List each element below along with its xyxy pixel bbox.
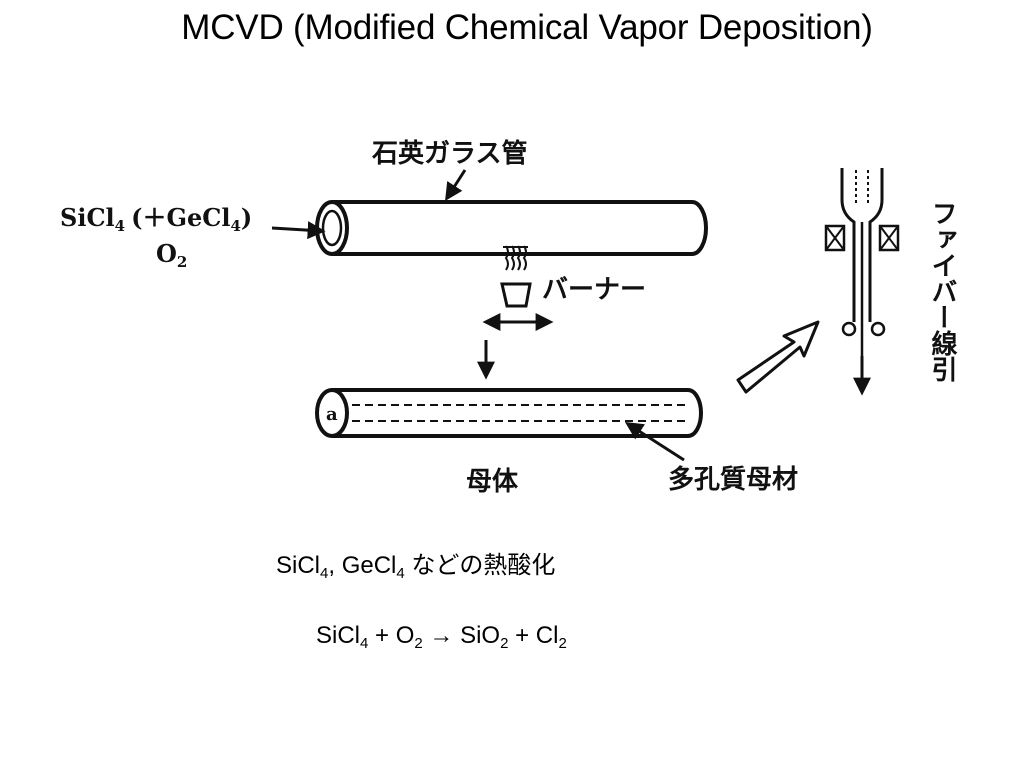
label-preform: 母体 [466, 467, 519, 497]
capstan-roller-left [841, 321, 857, 337]
label-circle-a: a [326, 404, 338, 425]
quartz-tube [315, 200, 708, 256]
preform-rod [315, 388, 703, 438]
arrow-gas-inlet [271, 221, 326, 240]
reactant-label: SiCl4(＋GeCl4) [60, 203, 252, 235]
slide-title: MCVD (Modified Chemical Vapor Deposition… [181, 8, 873, 47]
label-fiber-drawing: ファイバー線引 [927, 200, 957, 382]
arrow-tube-pointer [445, 169, 467, 202]
thermal-oxidation-line: SiCl4, GeCl4 などの熱酸化 [276, 552, 556, 582]
arrow-porous-pointer [624, 422, 685, 462]
fiber-drawing-tower [824, 168, 900, 396]
label-porous-preform: 多孔質母材 [668, 465, 798, 495]
furnace-coil-right [878, 224, 900, 252]
hollow-arrow-icon [736, 320, 820, 394]
reactant-o2: O2 [156, 239, 187, 271]
label-quartz-tube: 石英ガラス管 [371, 139, 527, 169]
burner-icon [500, 245, 532, 308]
capstan-roller-right [870, 321, 886, 337]
reaction-equation: SiCl4 + O2 → SiO2 + Cl2 [316, 622, 567, 652]
label-burner: バーナー [542, 275, 646, 305]
furnace-coil-left [824, 224, 846, 252]
